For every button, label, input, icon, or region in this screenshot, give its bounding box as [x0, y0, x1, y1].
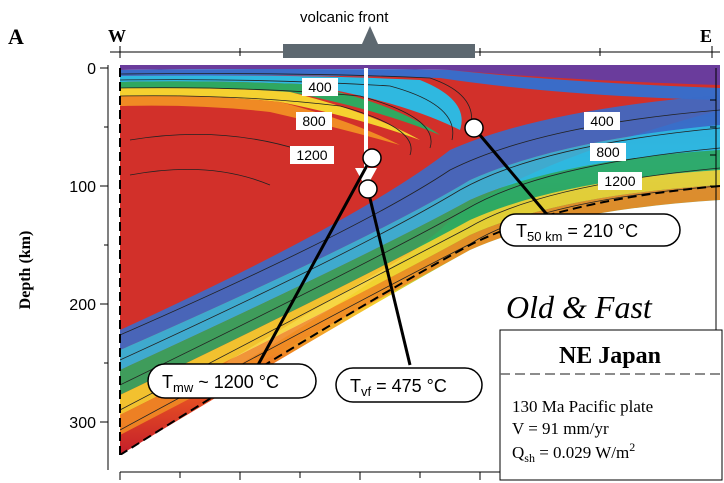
info-line3-sup: 2	[629, 440, 635, 454]
y-tick-300: 300	[69, 415, 96, 432]
thermal-model	[120, 65, 720, 455]
tmw-label: T	[162, 372, 173, 392]
slab-contour-800: 800	[596, 144, 620, 160]
volcanic-front-bar	[283, 44, 475, 58]
volcanic-front-label: volcanic front	[300, 9, 389, 26]
info-line3-label: Q	[512, 443, 524, 462]
tmw-value: ~ 1200 °C	[193, 372, 279, 392]
mantle-contour-1200: 1200	[296, 147, 327, 163]
y-tick-200: 200	[69, 297, 96, 314]
east-label: E	[700, 26, 712, 46]
slab-cyan-band	[120, 125, 720, 370]
slab-top-cold	[120, 95, 720, 350]
info-line3-value: = 0.029 W/m	[535, 443, 629, 462]
crust-purple	[120, 65, 720, 85]
panel-letter: A	[8, 24, 24, 49]
info-line2: V = 91 mm/yr	[512, 419, 609, 438]
svg-text:Tmw ~ 1200 °C: Tmw ~ 1200 °C	[162, 372, 279, 395]
info-line3-sub: sh	[524, 451, 535, 465]
crust-orange	[120, 95, 400, 145]
crust-blue	[120, 69, 720, 100]
crust-cyan	[120, 75, 462, 130]
tvf-value: = 475 °C	[371, 376, 447, 396]
y-axis	[100, 65, 109, 470]
figure-title: Old & Fast	[506, 289, 653, 325]
leader-lines	[256, 127, 562, 366]
slab-contour-labels: 400 800 1200	[584, 112, 642, 190]
t50-value: = 210 °C	[562, 221, 638, 241]
t50-sub: 50 km	[527, 229, 562, 244]
tvf-sub: vf	[361, 384, 372, 399]
tmw-sub: mw	[173, 380, 194, 395]
mantle-contour-400: 400	[308, 79, 332, 95]
tvf-label: T	[350, 376, 361, 396]
info-line1: 130 Ma Pacific plate	[512, 397, 653, 416]
y-axis-label: Depth (km)	[17, 231, 34, 310]
volcanic-front-marker	[362, 26, 378, 44]
tvf-marker	[358, 179, 378, 199]
crust-yellow	[120, 87, 420, 140]
mantle-contour-labels: 400 800 1200	[290, 78, 338, 164]
slab-contour-1200: 1200	[604, 173, 635, 189]
tvf-callout: Tvf = 475 °C	[335, 367, 483, 403]
crust-green	[120, 81, 440, 135]
tmw-callout: Tmw ~ 1200 °C	[147, 363, 317, 399]
t50-label: T	[516, 221, 527, 241]
t50-marker	[464, 118, 484, 138]
west-label: W	[108, 26, 126, 46]
tmw-marker	[362, 148, 382, 168]
t50-callout: T50 km = 210 °C	[499, 213, 681, 247]
info-box: NE Japan 130 Ma Pacific plate V = 91 mm/…	[499, 329, 723, 481]
info-heading: NE Japan	[559, 343, 661, 369]
mantle-contour-800: 800	[302, 113, 326, 129]
y-tick-100: 100	[69, 179, 96, 196]
slab-contour-400: 400	[590, 113, 614, 129]
contour-lines	[120, 73, 720, 431]
svg-text:Qsh = 0.029 W/m2: Qsh = 0.029 W/m2	[512, 440, 635, 465]
y-tick-0: 0	[87, 61, 96, 78]
svg-text:T50 km = 210 °C: T50 km = 210 °C	[516, 221, 638, 244]
svg-text:Tvf = 475 °C: Tvf = 475 °C	[350, 376, 447, 399]
